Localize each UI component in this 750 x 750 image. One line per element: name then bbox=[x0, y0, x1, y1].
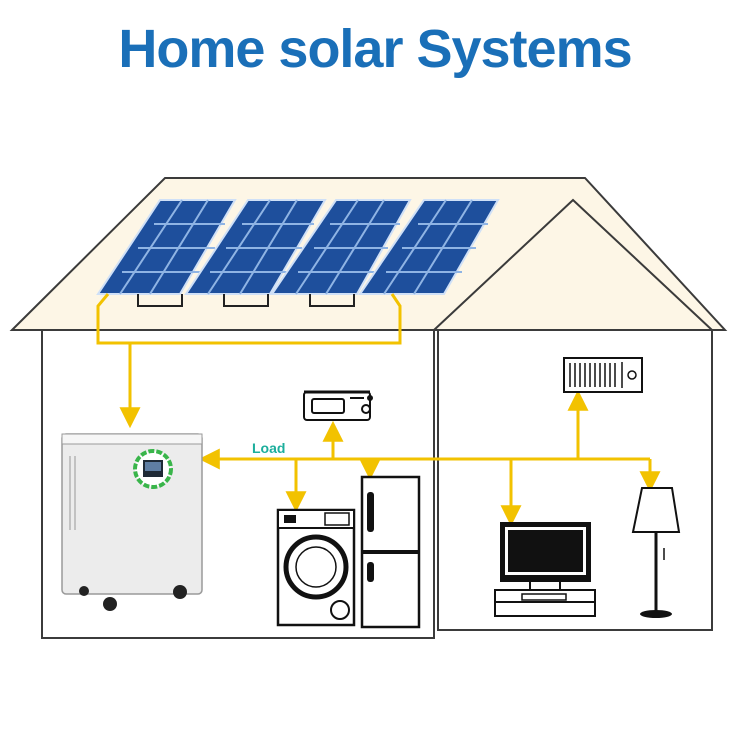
floor-lamp bbox=[631, 487, 681, 618]
battery-inverter-unit bbox=[61, 433, 203, 611]
solar-panel-4 bbox=[358, 199, 500, 295]
solar-panel-1 bbox=[96, 199, 237, 295]
wheel-icon bbox=[173, 585, 187, 599]
air-conditioner bbox=[563, 357, 643, 393]
panel-connector-cables bbox=[137, 294, 355, 307]
solar-panel-2 bbox=[184, 199, 327, 295]
solar-panel-3 bbox=[270, 199, 412, 295]
refrigerator bbox=[360, 475, 421, 629]
wheel-icon bbox=[103, 597, 117, 611]
washing-machine bbox=[276, 508, 356, 627]
wheel-icon bbox=[79, 586, 89, 596]
page-title: Home solar Systems bbox=[118, 19, 632, 79]
load-label: Load bbox=[252, 440, 285, 456]
wifi-router bbox=[303, 390, 373, 421]
television bbox=[494, 522, 596, 617]
solar-panel-array bbox=[96, 199, 500, 307]
vent-grille-icon bbox=[69, 456, 76, 530]
power-wiring bbox=[96, 293, 661, 527]
